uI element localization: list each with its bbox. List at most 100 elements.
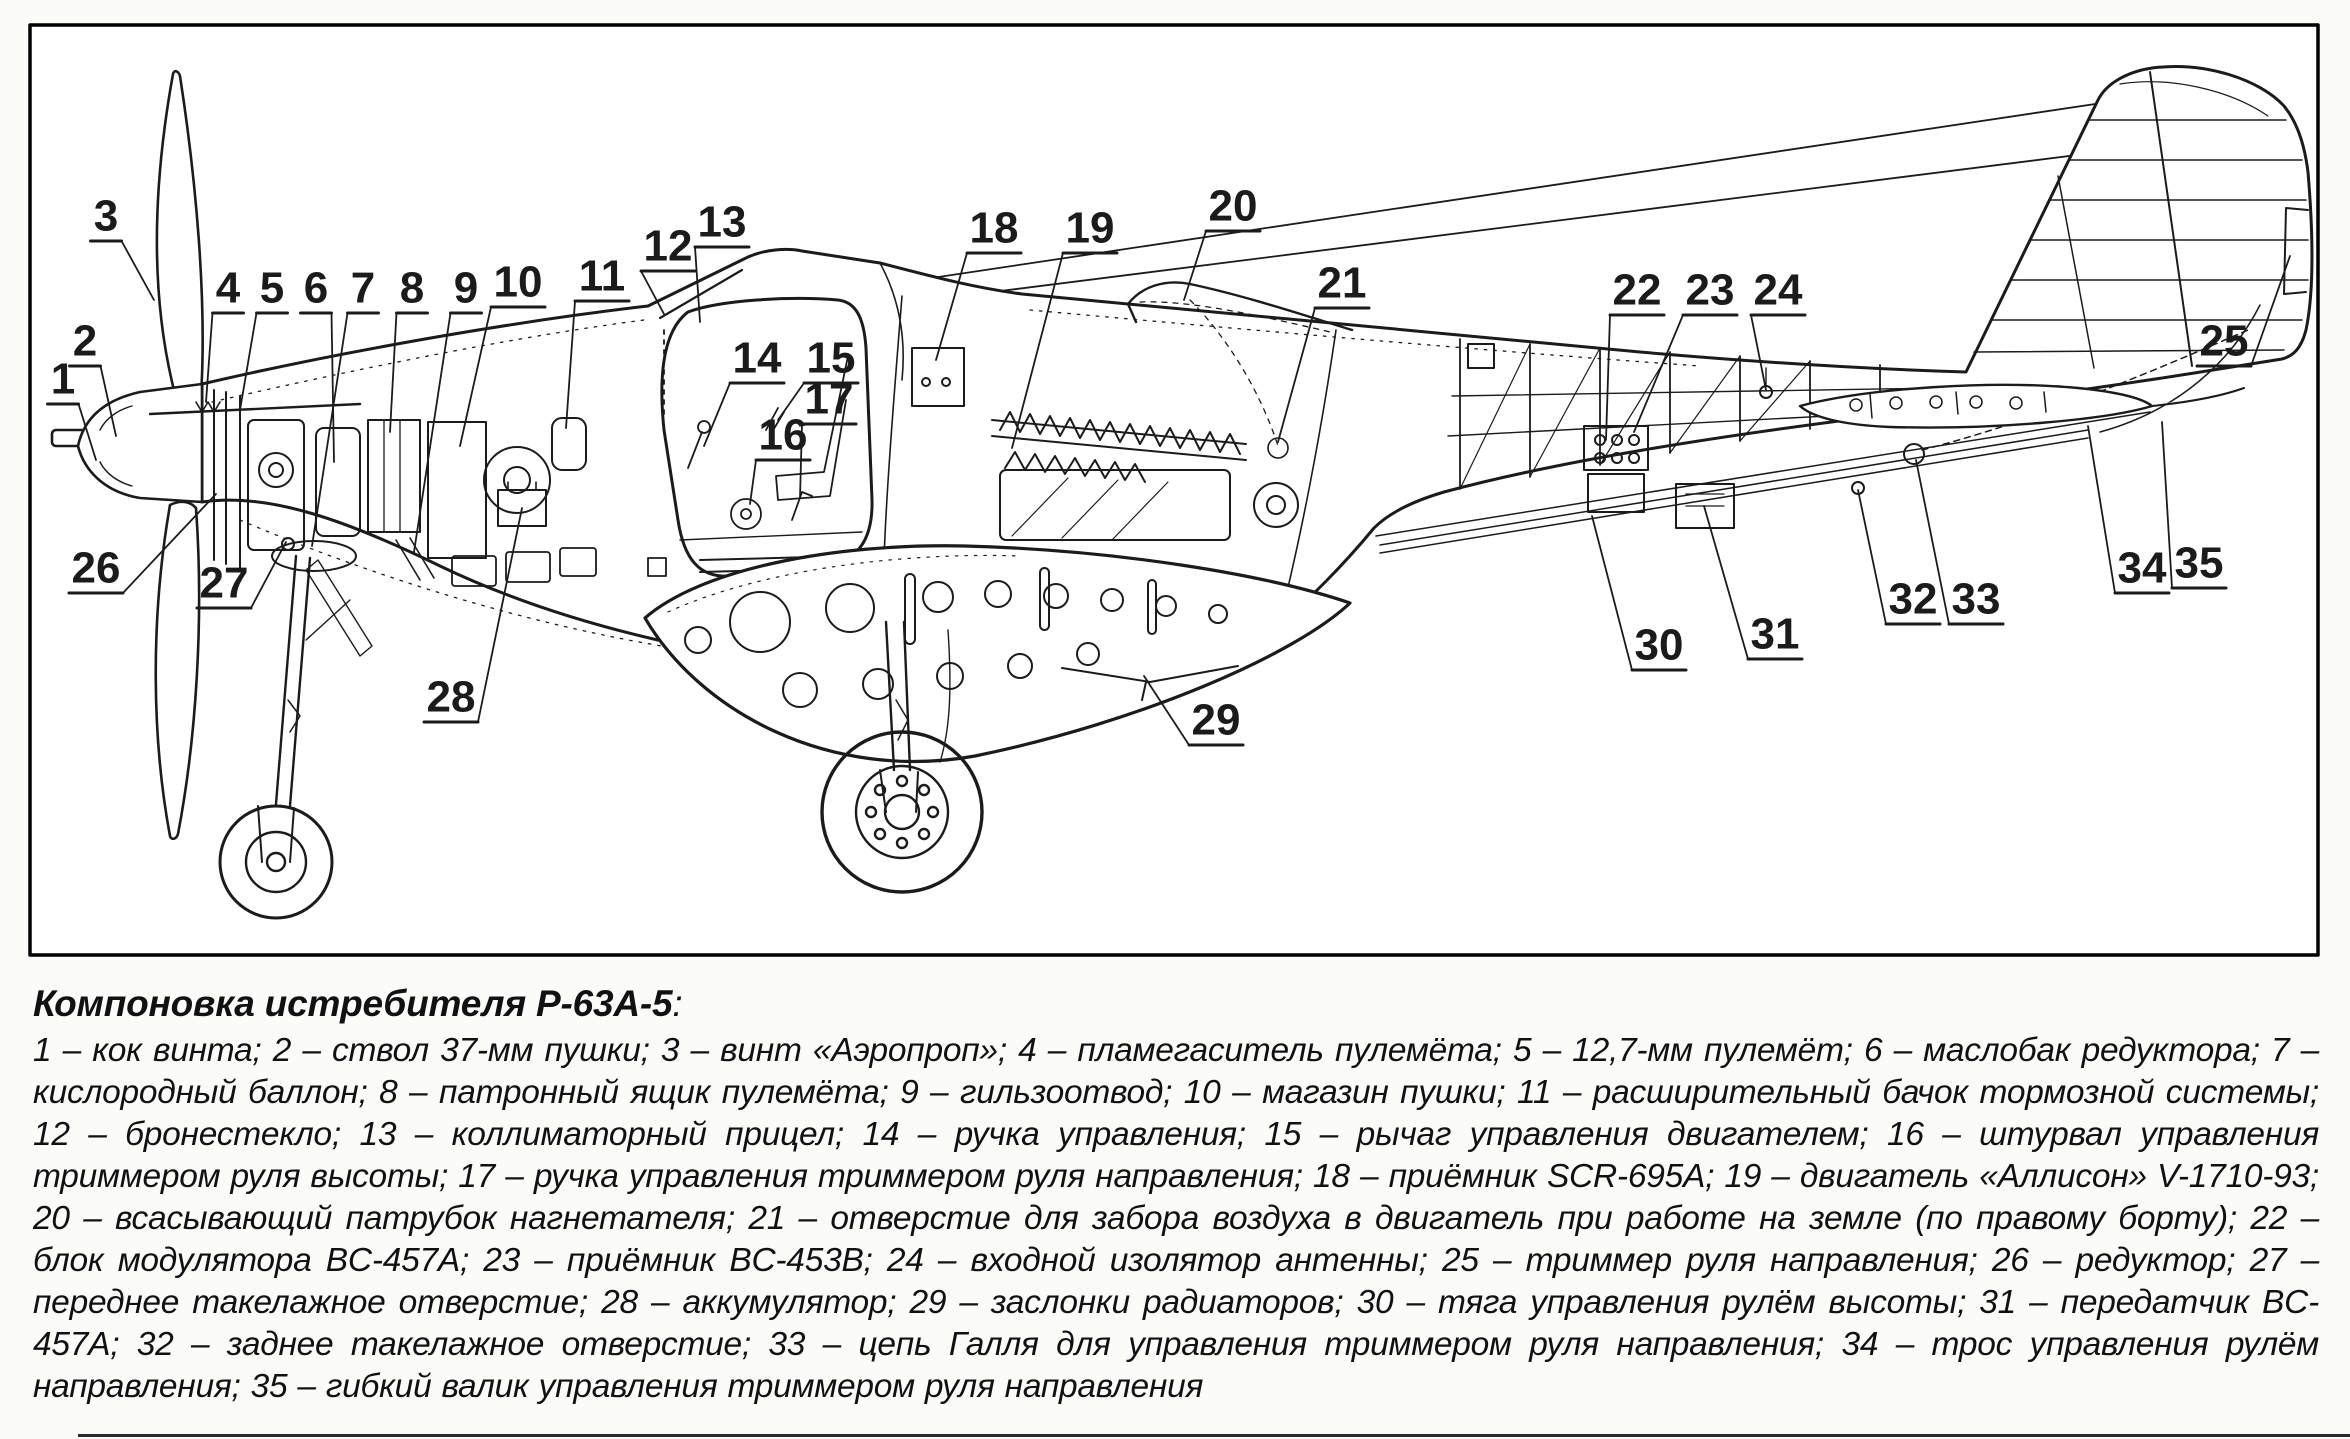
callout-11: 11 <box>565 252 631 429</box>
callout-23: 23 <box>1633 266 1739 433</box>
side-hatches <box>451 547 667 587</box>
callout-35: 35 <box>2161 421 2228 590</box>
gall-chain <box>1921 329 2249 451</box>
front-hoist-hole <box>281 537 295 551</box>
callout-3: 3 <box>89 192 155 301</box>
cockpit-interior <box>663 329 863 541</box>
elevator <box>2151 387 2245 407</box>
callout-number-30: 30 <box>1635 621 1684 670</box>
control-runs <box>1375 304 2261 554</box>
callout-12: 12 <box>639 222 697 315</box>
callout-number-13: 13 <box>698 198 747 247</box>
callout-number-22: 22 <box>1613 266 1662 315</box>
bc457a-modulator <box>1583 425 1649 471</box>
case-chute <box>395 537 435 581</box>
callout-number-6: 6 <box>304 264 328 313</box>
callout-number-11: 11 <box>579 252 626 301</box>
rudder-trim-tab <box>2283 207 2309 295</box>
callout-33: 33 <box>1915 459 2005 626</box>
callout-number-32: 32 <box>1889 575 1938 624</box>
callout-number-25: 25 <box>2200 317 2249 366</box>
callout-number-19: 19 <box>1066 204 1115 253</box>
callout-13: 13 <box>693 198 751 323</box>
oil-tank <box>315 427 361 537</box>
callout-4: 4 <box>205 264 245 403</box>
legend-text: 1 – кок винта; 2 – ствол 37-мм пушки; 3 … <box>33 1032 2319 1405</box>
callout-30: 30 <box>1591 515 1688 672</box>
machine-gun <box>148 402 362 416</box>
callout-14: 14 <box>703 334 786 447</box>
engine-v1710 <box>699 329 1337 613</box>
oxygen-bottle <box>271 540 357 572</box>
elevator-push-rod <box>1379 429 2089 554</box>
callout-15: 15 <box>777 334 860 421</box>
callout-number-26: 26 <box>72 544 121 593</box>
flame-damper <box>195 401 221 413</box>
battery <box>497 489 547 527</box>
callout-2: 2 <box>68 317 117 437</box>
aircraft-cutaway-diagram: 1234567891011121314151617181920212223242… <box>28 23 2320 957</box>
callout-number-1: 1 <box>51 355 75 404</box>
callout-number-15: 15 <box>807 334 856 383</box>
callout-24: 24 <box>1749 266 1807 391</box>
callout-8: 8 <box>389 264 429 433</box>
callout-number-20: 20 <box>1209 182 1258 231</box>
caption-title-text: Компоновка истребителя Р-63А-5 <box>33 983 673 1024</box>
callout-31: 31 <box>1703 505 1804 661</box>
callout-34: 34 <box>2087 425 2171 595</box>
callout-21: 21 <box>1277 259 1371 443</box>
nose-landing-gear <box>218 554 373 920</box>
rudder-cable <box>1375 411 2151 537</box>
horizontal-stabilizer <box>1798 383 2245 429</box>
caption-title: Компоновка истребителя Р-63А-5: <box>33 982 2319 1026</box>
brake-expansion-tank <box>551 417 587 471</box>
callout-26: 26 <box>67 493 217 595</box>
radiator-flaps <box>1061 665 1239 701</box>
callout-number-27: 27 <box>200 559 249 608</box>
caption-title-colon: : <box>672 983 683 1024</box>
cannon-drum <box>483 446 551 514</box>
callout-number-5: 5 <box>260 264 284 313</box>
callout-number-14: 14 <box>733 334 782 383</box>
callout-5: 5 <box>239 264 289 411</box>
callout-number-21: 21 <box>1318 259 1367 308</box>
callout-number-28: 28 <box>427 673 476 722</box>
callout-number-33: 33 <box>1952 575 2001 624</box>
figure-caption: Компоновка истребителя Р-63А-5: 1 – кок … <box>33 982 2319 1408</box>
callout-number-10: 10 <box>494 258 543 307</box>
scr-695a-receiver <box>911 347 965 407</box>
callout-number-34: 34 <box>2118 544 2167 593</box>
elevator-trim-wheel <box>730 498 762 530</box>
callout-number-23: 23 <box>1686 266 1735 315</box>
callout-22: 22 <box>1605 266 1666 441</box>
callout-1: 1 <box>46 355 97 461</box>
gall-chain-sprocket <box>1903 443 1925 465</box>
callout-27: 27 <box>195 541 287 610</box>
callout-number-7: 7 <box>351 264 375 313</box>
ground-air-intake-duct <box>1189 299 1279 447</box>
callout-number-35: 35 <box>2175 539 2224 588</box>
supercharger <box>1253 482 1299 528</box>
callout-number-29: 29 <box>1192 696 1241 745</box>
callout-29: 29 <box>1143 675 1245 747</box>
callout-number-31: 31 <box>1751 610 1800 659</box>
ammo-box <box>367 419 421 533</box>
main-landing-gear <box>820 620 984 894</box>
callout-number-24: 24 <box>1754 266 1803 315</box>
nose-compartment <box>148 389 587 581</box>
callout-10: 10 <box>459 258 547 447</box>
callout-18: 18 <box>935 204 1023 361</box>
scan-edge-line <box>78 1434 2350 1437</box>
callout-25: 25 <box>2195 255 2291 368</box>
callout-number-12: 12 <box>644 222 693 271</box>
callout-number-8: 8 <box>400 264 424 313</box>
callout-number-2: 2 <box>73 317 97 366</box>
callout-9: 9 <box>413 264 483 553</box>
callout-number-4: 4 <box>216 264 241 313</box>
callout-17: 17 <box>799 375 858 499</box>
tail-fin <box>1973 71 2309 369</box>
callout-32: 32 <box>1857 489 1942 626</box>
panel-lines <box>211 309 1701 653</box>
callout-number-18: 18 <box>970 204 1019 253</box>
